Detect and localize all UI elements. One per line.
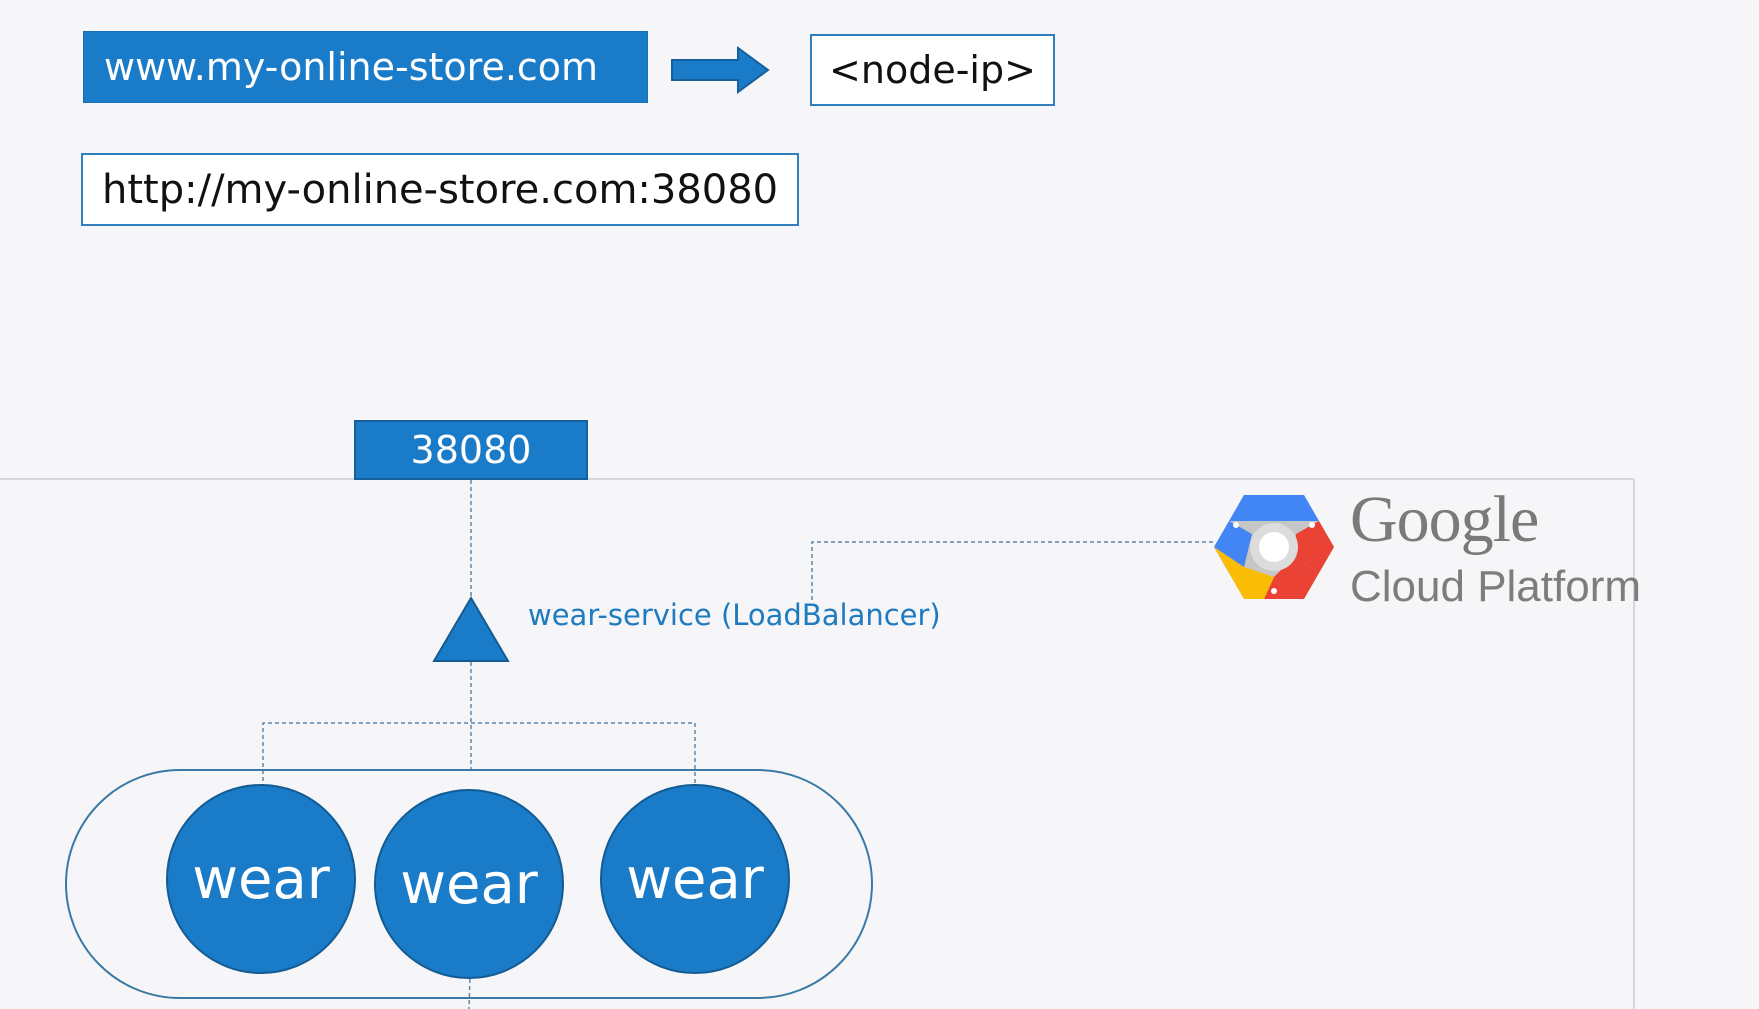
triangle-service-icon[interactable] [432,596,510,662]
node-port-box: 38080 [354,420,588,480]
gcp-hexagon-icon [1214,495,1334,599]
pod-wear-2[interactable]: wear [374,789,564,979]
cloud-link-line [811,541,1214,600]
pod-group-outline [65,769,873,999]
pods-branch-line [262,722,696,788]
url-box: http://my-online-store.com:38080 [81,153,799,226]
gcp-brand-text: Google [1350,483,1539,556]
gcp-product-text: Cloud Platform [1350,562,1642,611]
pod-wear-1[interactable]: wear [166,784,356,974]
domain-name-box: www.my-online-store.com [83,31,648,103]
node-ip-box: <node-ip> [810,34,1055,106]
service-label: wear-service (LoadBalancer) [528,598,941,632]
right-arrow-icon [671,46,770,94]
pod-wear-3[interactable]: wear [600,784,790,974]
